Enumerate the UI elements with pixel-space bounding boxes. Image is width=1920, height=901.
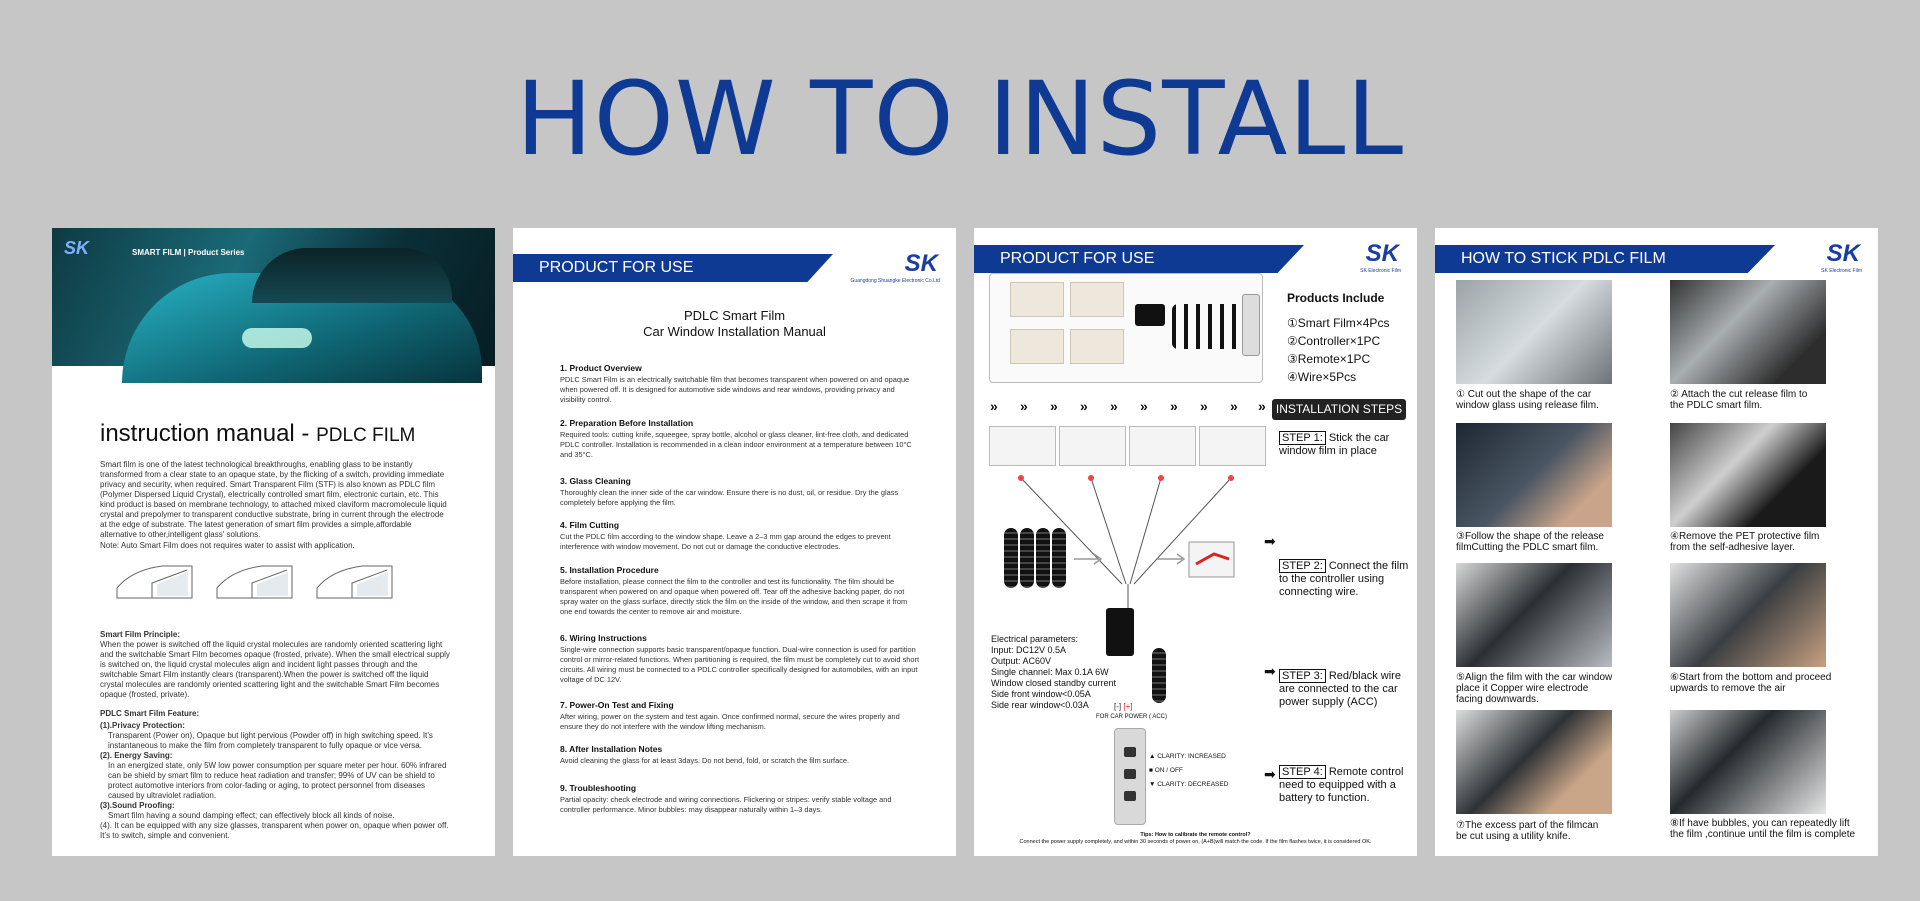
chevron-icon: » [1110,398,1118,414]
installation-steps-badge: INSTALLATION STEPS [1272,399,1406,420]
arrow-right-icon: ➡ [1264,766,1276,782]
brand-logo: SK [904,250,938,277]
step-caption: ⑦The excess part of the filmcan be cut u… [1456,820,1599,842]
intro-text: Smart film is one of the latest technolo… [100,460,447,539]
chevron-icon: » [1080,398,1088,414]
include-item: ①Smart Film×4Pcs [1287,316,1390,330]
product-series-tag: SMART FILM | Product Series [132,248,245,257]
step-photo [1670,710,1826,814]
arrow-right-icon: ➡ [1264,533,1276,549]
step-1: STEP 1: Stick the car window film in pla… [1279,431,1390,457]
include-item: ②Controller×1PC [1287,334,1381,348]
panel-header: PRODUCT FOR USE [513,254,833,282]
step-3: STEP 3: Red/black wire are connected to … [1279,669,1401,708]
remote-control [1114,728,1146,825]
page-title: HOW TO INSTALL [515,60,1405,179]
brand-subtitle: SK Electronic Film [1821,268,1862,274]
doc-title-line2: Car Window Installation Manual [643,324,826,339]
wire-coil [1036,528,1050,588]
step-photo [1670,563,1826,667]
step-caption: ④Remove the PET protective film from the… [1670,531,1820,553]
step-caption: ② Attach the cut release film to the PDL… [1670,389,1808,411]
power-cable [1152,648,1166,703]
film-sheet [1059,426,1126,466]
principle-text: When the power is switched off the liqui… [100,640,450,699]
step-photo [1456,280,1612,384]
car-power-label: FOR CAR POWER ( ACC) [1096,714,1168,720]
chevron-icon: » [1258,398,1266,414]
brand-logo: SK [64,238,90,258]
brand-logo: SK [1826,240,1860,267]
panel-header: HOW TO STICK PDLC FILM [1435,245,1775,273]
film-sheet [989,426,1056,466]
step-caption: ⑧If have bubbles, you can repeatedly lif… [1670,818,1856,840]
manual-title: instruction manual - PDLC FILM [100,420,416,447]
chevron-icon: » [1200,398,1208,414]
step-caption: ⑥Start from the bottom and proceed upwar… [1670,672,1832,694]
remote-labels: ▲ CLARITY: INCREASED ■ ON / OFF ▼ CLARIT… [1149,753,1229,788]
chevron-icon: » [1050,398,1058,414]
note-text: Note: Auto Smart Film does not requires … [100,541,355,550]
chevron-icon: » [1230,398,1238,414]
step-caption: ⑤Align the film with the car window plac… [1456,672,1613,705]
principle-title: Smart Film Principle: [100,630,181,639]
step-caption: ① Cut out the shape of the car window gl… [1456,389,1599,411]
include-item: ③Remote×1PC [1287,352,1371,366]
kit-photo [989,273,1263,383]
step-photo [1456,563,1612,667]
panel-header: PRODUCT FOR USE [974,245,1304,273]
product-kit-panel: PRODUCT FOR USE SK SK Electronic Film Pr… [974,228,1417,856]
film-sheet [1129,426,1196,466]
controller-unit [1106,608,1134,656]
step-photo [1670,280,1826,384]
installation-manual-panel: PRODUCT FOR USE SK Guangdong Shuangke El… [513,228,956,856]
feature-list: (1).Privacy Protection: Transparent (Pow… [100,721,449,840]
wire-coil [1004,528,1018,588]
brand-subtitle: Guangdong Shuangke Electronic Co.Ltd [850,278,940,284]
car-cover-image: SK SMART FILM | Product Series [52,228,495,383]
film-sheet [1199,426,1266,466]
products-include-title: Products Include [1287,291,1385,305]
electrical-parameters: Electrical parameters: Input: DC12V 0.5A… [991,634,1117,710]
brand-subtitle: SK Electronic Film [1360,268,1401,274]
polarity-labels: [-] [+] [1114,702,1133,711]
step-2: STEP 2: Connect the film to the controll… [1279,559,1409,598]
arrow-right-icon: ➡ [1264,663,1276,679]
step-caption: ③Follow the shape of the release filmCut… [1456,531,1604,553]
step-photo [1670,423,1826,527]
instruction-manual-panel: SK SMART FILM | Product Series instructi… [52,228,495,856]
car-window-diagram [116,565,393,599]
doc-title-line1: PDLC Smart Film [683,308,786,323]
brand-logo: SK [1365,240,1399,267]
how-to-stick-panel: HOW TO STICK PDLC FILM SK SK Electronic … [1435,228,1878,856]
step-photo [1456,423,1612,527]
tips-text: Tips: How to calibrate the remote contro… [1019,832,1372,845]
feature-title: PDLC Smart Film Feature: [100,709,200,718]
step-photo [1456,710,1612,814]
chevron-icon: » [1170,398,1178,414]
step-4: STEP 4: Remote control need to equipped … [1279,765,1404,804]
chevron-icon: » [1140,398,1148,414]
wire-coil [1020,528,1034,588]
wire-coil [1052,528,1066,588]
include-item: ④Wire×5Pcs [1287,370,1357,384]
wiring-diagram [1018,475,1235,614]
chevron-icon: » [1020,398,1028,414]
chevron-icon: » [990,398,998,414]
